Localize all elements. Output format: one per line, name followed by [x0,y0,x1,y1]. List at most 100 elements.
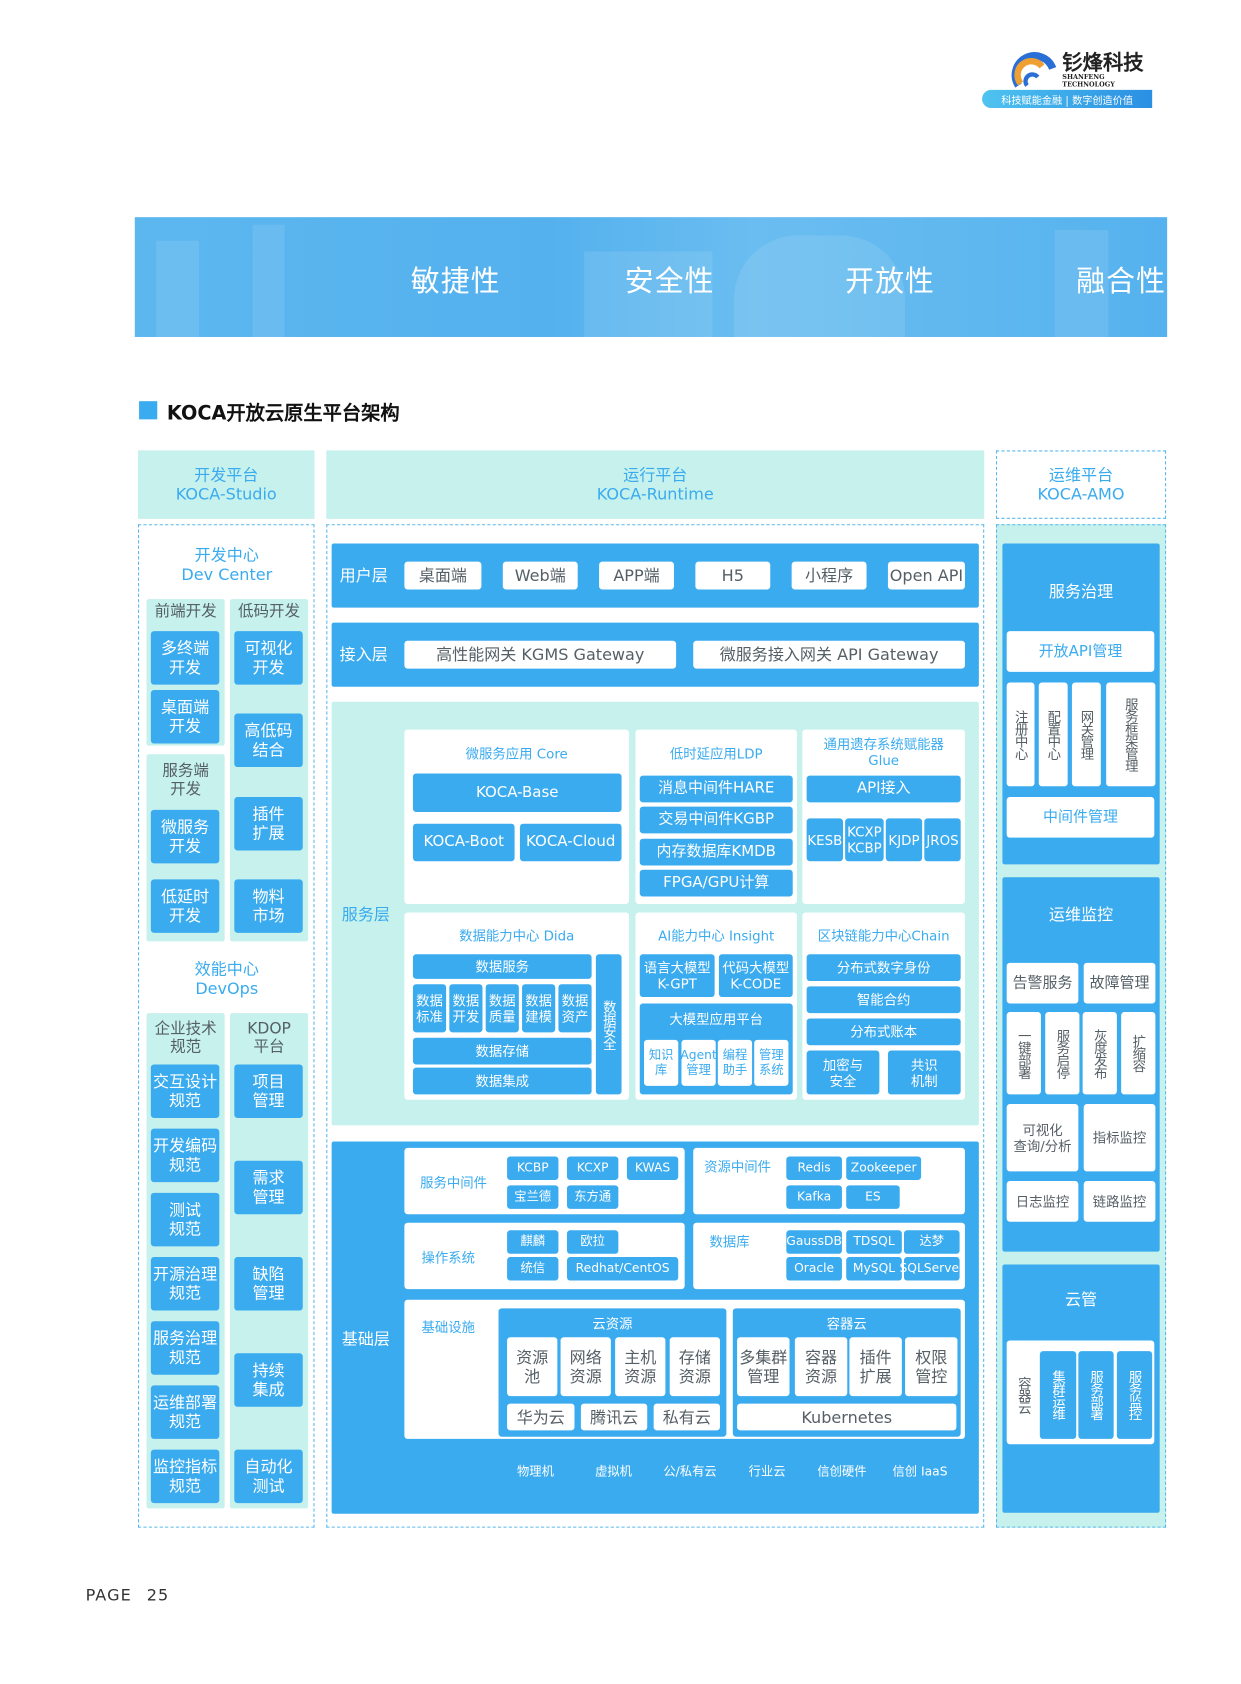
user-layer-item: H5 [695,561,771,590]
resource-chip: ES [846,1185,900,1209]
os-chip: 统信 [507,1257,559,1281]
middleware-management: 中间件管理 [1006,797,1155,838]
middleware-chip: 宝兰德 [507,1185,559,1209]
standards-title: 企业技术 规范 [154,1020,217,1056]
llm-platform-item: 管理 系统 [754,1039,789,1086]
koca-base: KOCA-Base [412,773,622,812]
hardware-tile: 行业云 [732,1444,802,1500]
data-item: 数据 质量 [485,984,519,1033]
hardware-tile: 公/私有云 [653,1444,727,1500]
api-gateway: 微服务接入网关 API Gateway [693,640,965,669]
standards-item: 开发编码 规范 [150,1128,220,1183]
user-layer-item: 小程序 [791,561,867,590]
banner-integration: 融合性 [1076,265,1167,299]
cloud-mgmt-item: 服务监控 [1116,1351,1153,1439]
access-layer-label: 接入层 [339,645,388,665]
page-label: PAGE [85,1585,132,1605]
cloud-provider: 华为云 [507,1403,575,1431]
data-item: 数据 开发 [449,984,483,1033]
data-item: 数据 建模 [522,984,556,1033]
os-chip: Redhat/CentOS [566,1257,679,1281]
infrastructure-label: 基础设施 [421,1318,475,1335]
hardware-tile: 信创 IaaS [883,1444,957,1500]
ldp-title: 低时延应用LDP [669,745,763,762]
user-layer-item: 桌面端 [404,561,482,590]
k-gpt: 语言大模型 K-GPT [639,954,715,998]
banner-agility: 敏捷性 [410,265,501,299]
frontend-title: 前端开发 [154,603,217,621]
fault-management: 故障管理 [1083,962,1156,1004]
governance-item: 服务框架管理 [1106,682,1156,787]
dev-center-title: 开发中心 Dev Center [181,545,273,584]
database-chip: MySQL [846,1257,902,1281]
governance-item: 网关管理 [1071,682,1101,787]
ldp-item: 消息中间件HARE [639,775,793,803]
kdop-item: 持续 集成 [234,1353,303,1407]
cloud-provider: 私有云 [653,1403,720,1431]
container-cloud-label: 容器云 [1015,1376,1032,1414]
data-services: 数据服务 [412,954,592,979]
studio-panel [138,524,315,1528]
banner-security: 安全性 [624,265,715,299]
standards-item: 监控指标 规范 [150,1449,220,1504]
standards-item: 开源治理 规范 [150,1257,220,1311]
runtime-panel [326,524,985,1528]
resource-middleware-label: 资源中间件 [704,1158,772,1175]
hardware-tile: 信创硬件 [805,1444,879,1500]
middleware-chip: KCBP [507,1156,559,1180]
glue-card [802,729,965,904]
middleware-chip: 东方通 [566,1185,619,1209]
banner: 敏捷性 安全性 开放性 融合性 [134,217,1168,337]
lowcode-item: 可视化 开发 [234,631,303,685]
governance-item: 注册中心 [1006,682,1035,787]
kdop-item: 需求 管理 [234,1160,303,1215]
backend-item: 低延时 开发 [150,879,220,933]
data-integration: 数据集成 [412,1067,592,1095]
insight-title: AI能力中心 Insight [658,926,775,944]
frontend-item: 多终端 开发 [150,631,220,685]
glue-item: JROS [924,818,961,862]
metrics-monitoring: 指标监控 [1083,1104,1156,1172]
user-layer-item: Open API [887,561,965,590]
ldp-item: 交易中间件KGBP [639,806,793,834]
cloud-resource-item: 存储 资源 [669,1337,720,1397]
chain-item: 智能合约 [806,986,961,1014]
cloud-provider: 腾讯云 [580,1403,648,1431]
container-cloud-item: 插件 扩展 [849,1337,902,1397]
middleware-chip: KWAS [626,1156,679,1180]
chain-consensus: 共识 机制 [887,1050,961,1095]
log-monitoring: 日志监控 [1006,1181,1079,1222]
container-cloud-item: 权限 管控 [905,1337,958,1397]
os-chip: 欧拉 [566,1230,619,1254]
llm-platform-item: 编程 助手 [717,1039,753,1086]
cloud-mgmt-title: 云管 [1064,1290,1098,1310]
standards-item: 测试 规范 [150,1192,220,1247]
kdop-title: KDOP 平台 [247,1020,291,1056]
database-chip: Oracle [786,1257,842,1281]
lowcode-item: 物料 市场 [234,879,303,933]
dida-title: 数据能力中心 Dida [459,926,575,944]
hardware-tile: 虚拟机 [577,1444,650,1500]
banner-openness: 开放性 [845,265,936,299]
os-label: 操作系统 [421,1248,475,1266]
visual-query: 可视化 查询/分析 [1006,1104,1079,1172]
database-chip: 达梦 [903,1230,960,1254]
company-logo: 钐烽科技 SHANFENG TECHNOLOGY 科技赋能金融 | 数字创造价值 [982,43,1153,111]
logo-slogan: 科技赋能金融 | 数字创造价值 [982,89,1153,109]
amo-header: 运维平台 KOCA-AMO [995,450,1167,519]
core-title: 微服务应用 Core [465,745,568,762]
cloud-mgmt-item: 服务部署 [1078,1351,1114,1439]
logo-english: SHANFENG TECHNOLOGY [1062,73,1115,89]
llm-platform-item: 知识 库 [644,1039,679,1086]
lowcode-item: 插件 扩展 [234,797,303,851]
glue-item: KESB [806,818,844,862]
runtime-header: 运行平台 KOCA-Runtime [326,450,985,519]
database-chip: TDSQL [846,1230,902,1254]
kdop-item: 自动化 测试 [234,1449,303,1504]
standards-item: 运维部署 规范 [150,1385,220,1439]
ldp-item: 内存数据库KMDB [639,838,793,866]
backend-item: 微服务 开发 [150,809,220,864]
os-chip: 麒麟 [507,1230,559,1254]
data-storage: 数据存储 [412,1037,592,1065]
